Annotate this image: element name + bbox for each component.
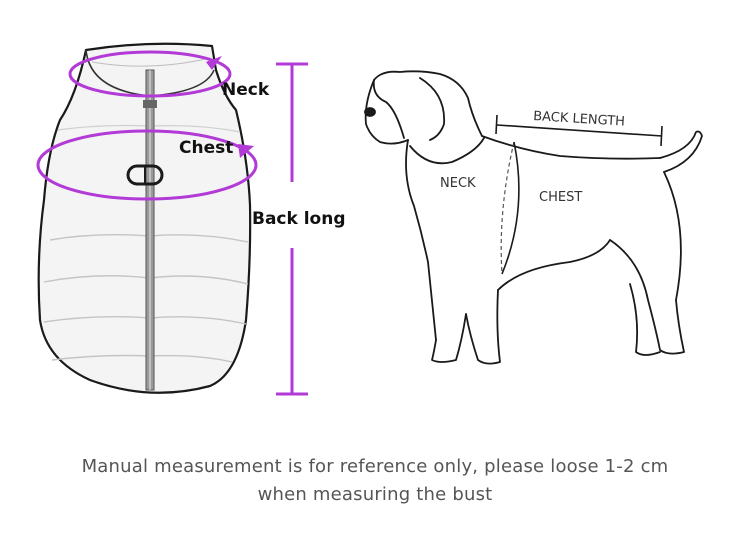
dog-back-length-bar bbox=[495, 114, 663, 147]
arrow-head-icon bbox=[238, 144, 254, 158]
chest-measure-ring bbox=[36, 129, 258, 201]
dog-chest-ring bbox=[501, 141, 520, 275]
vest-chest-label: Chest bbox=[179, 138, 233, 158]
arrow-head-icon bbox=[206, 56, 222, 70]
back-long-measure-bar bbox=[276, 62, 308, 396]
zipper-pull-icon bbox=[143, 100, 157, 108]
vest-neck-label: Neck bbox=[222, 80, 270, 100]
dog-back-length-label: BACK LENGTH bbox=[533, 109, 626, 130]
dog-outline-illustration bbox=[364, 70, 703, 365]
neck-measure-ring bbox=[68, 50, 232, 98]
vest-back-long-label: Back long bbox=[252, 209, 346, 229]
caption-line-2: when measuring the bust bbox=[257, 484, 493, 505]
leash-ring-icon bbox=[126, 164, 164, 186]
dog-chest-label: CHEST bbox=[539, 190, 582, 205]
caption-line-1: Manual measurement is for reference only… bbox=[81, 456, 669, 477]
dog-chest-measure-line bbox=[500, 141, 515, 275]
dog-vest-illustration bbox=[36, 42, 258, 394]
dog-neck-label: NECK bbox=[440, 176, 476, 191]
